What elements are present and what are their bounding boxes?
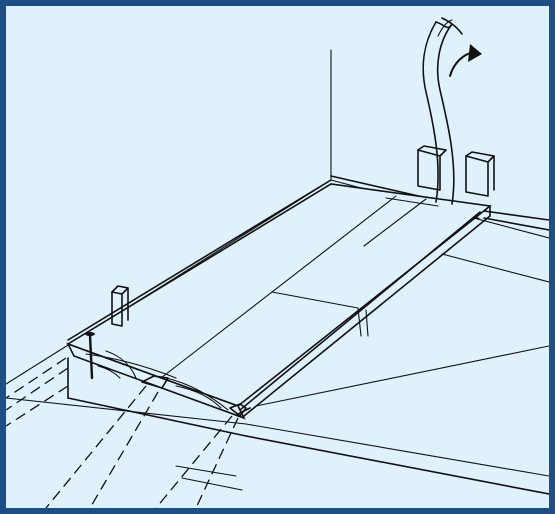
floor-planks <box>66 183 492 417</box>
illustration-panel <box>6 6 549 508</box>
nail-icon <box>85 332 95 380</box>
edge-spacers <box>141 375 251 417</box>
wall-block-left <box>111 285 129 327</box>
curved-arrow-icon <box>449 44 482 77</box>
wall-block-right <box>417 145 495 197</box>
plank-front-edge <box>66 342 549 495</box>
underlayment-strip <box>422 17 463 205</box>
floor-installation-diagram <box>6 17 549 508</box>
floor-lines <box>6 253 549 508</box>
